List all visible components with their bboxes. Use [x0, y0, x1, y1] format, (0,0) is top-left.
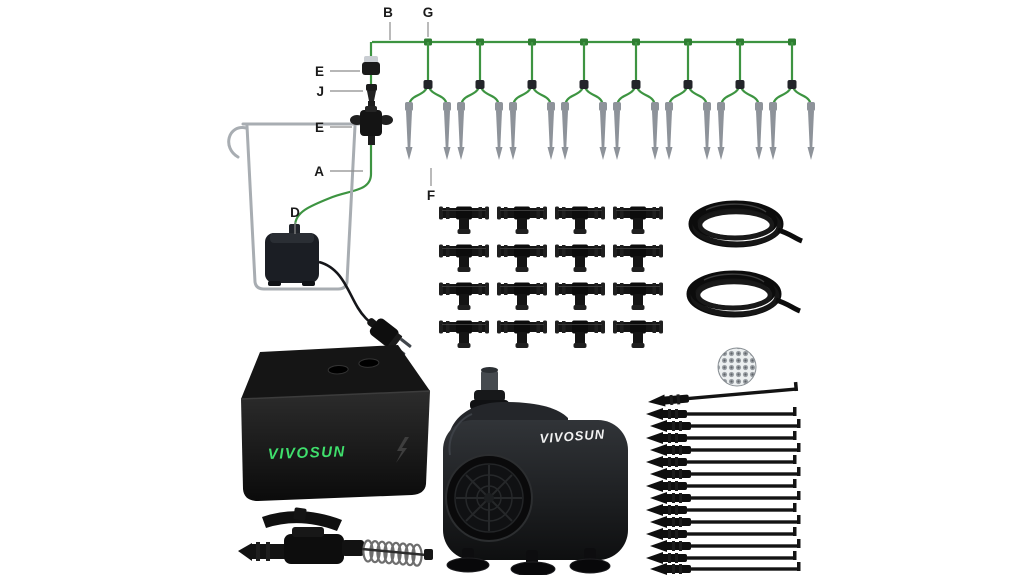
dripper-stake [650, 443, 801, 456]
callout-lines [294, 22, 432, 234]
dripper-stake [650, 515, 801, 528]
label-a: A [314, 164, 324, 179]
water-pump: VIVOSUN [443, 367, 628, 575]
drip-emitter-unit [559, 37, 609, 162]
dripper-stake [650, 419, 801, 432]
tee-connector [496, 206, 548, 235]
label-d: D [290, 205, 300, 220]
bucket-handle [227, 126, 248, 159]
timer-logo: VIVOSUN [268, 443, 347, 463]
dripper-stake [650, 491, 801, 504]
inline-valve [238, 507, 433, 567]
dripper-stake-stack [646, 381, 801, 575]
reservoir-pump [265, 224, 377, 328]
tee-connector [438, 320, 490, 349]
pump-logo: VIVOSUN [539, 426, 605, 446]
drip-emitter-unit [767, 37, 817, 162]
tee-connector [612, 320, 664, 349]
riser-fittings [350, 56, 393, 145]
callout-labels: B G E J E A D F [290, 5, 435, 220]
mesh-filter [717, 347, 757, 387]
tee-connector [554, 206, 606, 235]
dripper-stake [646, 503, 797, 516]
drip-emitter-unit [507, 37, 557, 162]
pump-to-riser-tube [293, 144, 373, 227]
suction-cup-feet [446, 548, 611, 575]
label-e-top: E [315, 64, 324, 79]
power-timer: VIVOSUN [240, 345, 431, 501]
tee-connector [496, 320, 548, 349]
dripper-stake [650, 562, 801, 575]
tee-connector [438, 282, 490, 311]
tee-connector-grid [438, 206, 664, 349]
tee-connector [612, 282, 664, 311]
dripper-stake [650, 539, 801, 552]
drip-emitter-unit [715, 37, 765, 162]
timer-outlet-slots [327, 358, 380, 375]
tee-connector [496, 244, 548, 273]
dripper-stake [646, 431, 797, 444]
dripper-stake [646, 527, 797, 540]
tee-connector [612, 206, 664, 235]
tee-connector [496, 282, 548, 311]
tubing-coil-bottom [689, 273, 800, 315]
label-g: G [423, 5, 434, 20]
lightning-icon [396, 437, 409, 463]
label-j: J [316, 84, 324, 99]
dripper-stake [647, 381, 799, 408]
tee-connector [612, 244, 664, 273]
tubing-coil-top [691, 203, 802, 245]
dripper-stake [646, 479, 797, 492]
tee-connector [554, 244, 606, 273]
dripper-stake [646, 455, 797, 468]
tee-connector [438, 244, 490, 273]
label-e-mid: E [315, 120, 324, 135]
tee-connector [554, 320, 606, 349]
pump-intake-grille [445, 454, 533, 542]
drip-emitter-unit [663, 37, 713, 162]
label-f: F [427, 188, 435, 203]
drip-emitter-unit [455, 37, 505, 162]
drip-emitter-unit [611, 37, 661, 162]
tee-connector [554, 282, 606, 311]
tee-connector [438, 206, 490, 235]
label-b: B [383, 5, 393, 20]
drip-emitter-unit [403, 37, 453, 162]
dripper-stake [646, 407, 797, 420]
dripper-stake [650, 467, 801, 480]
dripper-stake [646, 551, 797, 564]
